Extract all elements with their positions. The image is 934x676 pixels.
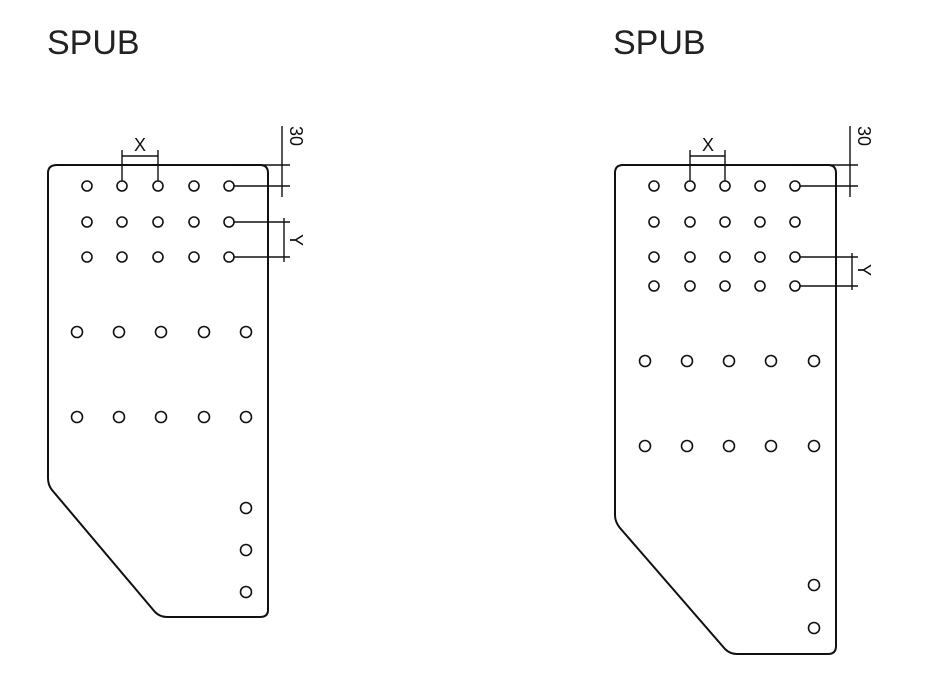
bolt-hole: [684, 180, 696, 192]
bolt-hole: [807, 578, 821, 592]
bolt-hole: [116, 216, 128, 228]
bolt-hole: [648, 251, 660, 263]
bolt-hole: [807, 354, 821, 368]
x-dimension-label: X: [702, 135, 714, 155]
bolt-hole: [188, 216, 200, 228]
bolt-hole: [81, 251, 93, 263]
bolt-hole: [239, 325, 253, 339]
bolt-hole: [70, 410, 84, 424]
bolt-hole: [754, 216, 766, 228]
bolt-hole: [719, 251, 731, 263]
bolt-hole: [719, 216, 731, 228]
bolt-hole: [789, 280, 801, 292]
bolt-hole: [239, 543, 253, 557]
bolt-hole: [648, 216, 660, 228]
bolt-hole: [684, 280, 696, 292]
plate-outline: [47, 164, 269, 618]
y-dimension-label: Y: [286, 234, 306, 246]
bolt-hole: [112, 410, 126, 424]
bolt-hole: [684, 251, 696, 263]
bolt-hole: [152, 251, 164, 263]
bolt-hole: [789, 180, 801, 192]
bolt-hole: [722, 439, 736, 453]
bolt-hole: [684, 216, 696, 228]
hole-pattern: [638, 180, 821, 635]
top-offset-dimension: 30: [798, 126, 874, 197]
bolt-hole: [152, 216, 164, 228]
y-dimension: Y: [798, 253, 874, 290]
bolt-hole: [239, 585, 253, 599]
bolt-hole: [223, 216, 235, 228]
bolt-hole: [764, 439, 778, 453]
x-dimension: X: [121, 135, 159, 186]
top-offset-label: 30: [286, 126, 306, 146]
bolt-hole: [648, 280, 660, 292]
drawing-right: SPUB X 30 Y: [613, 24, 874, 655]
bolt-hole: [154, 410, 168, 424]
hole-pattern: [70, 180, 253, 599]
bolt-hole: [81, 216, 93, 228]
bolt-hole: [70, 325, 84, 339]
bolt-hole: [807, 621, 821, 635]
bolt-hole: [680, 354, 694, 368]
bolt-hole: [152, 180, 164, 192]
bolt-hole: [154, 325, 168, 339]
bolt-hole: [754, 251, 766, 263]
bolt-hole: [648, 180, 660, 192]
bolt-hole: [239, 501, 253, 515]
top-offset-label: 30: [854, 126, 874, 146]
bolt-hole: [754, 280, 766, 292]
bolt-hole: [223, 251, 235, 263]
drawing-left: SPUB X 30 Y: [47, 24, 306, 618]
y-dimension-label: Y: [854, 264, 874, 276]
bolt-hole: [638, 354, 652, 368]
x-dimension: X: [689, 135, 726, 186]
x-dimension-label: X: [134, 135, 146, 155]
bolt-hole: [112, 325, 126, 339]
bolt-hole: [188, 251, 200, 263]
bolt-hole: [789, 251, 801, 263]
bolt-hole: [197, 410, 211, 424]
bolt-hole: [719, 280, 731, 292]
bolt-hole: [807, 439, 821, 453]
bolt-hole: [789, 216, 801, 228]
plate-outline: [614, 164, 837, 655]
bolt-hole: [719, 180, 731, 192]
bolt-hole: [754, 180, 766, 192]
drawing-title: SPUB: [47, 24, 140, 62]
bolt-hole: [680, 439, 694, 453]
bolt-hole: [81, 180, 93, 192]
top-offset-dimension: 30: [232, 126, 306, 197]
bolt-hole: [116, 180, 128, 192]
bolt-hole: [223, 180, 235, 192]
bolt-hole: [116, 251, 128, 263]
bolt-hole: [197, 325, 211, 339]
bolt-hole: [764, 354, 778, 368]
bolt-hole: [638, 439, 652, 453]
y-dimension: Y: [232, 218, 306, 262]
bolt-hole: [188, 180, 200, 192]
bolt-hole: [239, 410, 253, 424]
drawing-title: SPUB: [613, 24, 706, 62]
bolt-hole: [722, 354, 736, 368]
